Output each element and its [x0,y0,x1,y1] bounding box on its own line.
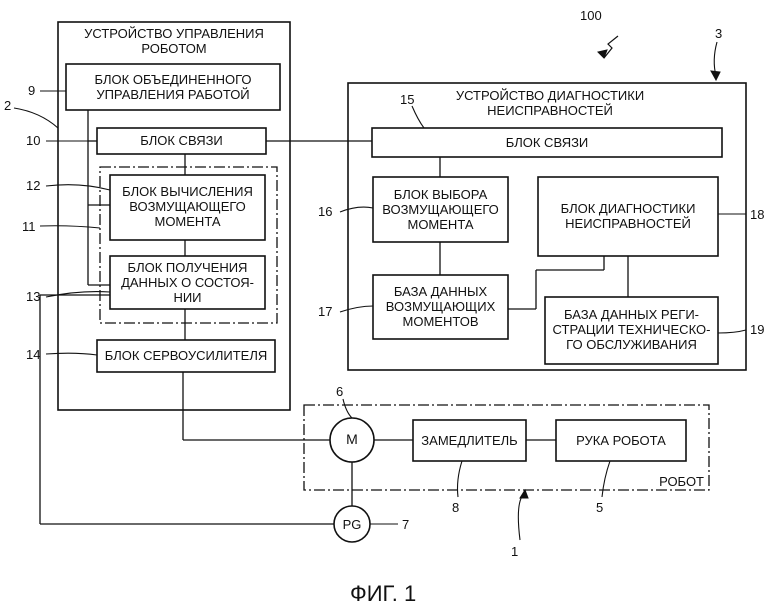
ref-17: 17 [318,304,333,319]
maintenance-db-box [544,296,719,365]
ref-7: 7 [402,517,410,532]
ref-2: 2 [4,98,12,113]
diag-comm-box [371,127,723,158]
ref-11: 11 [22,219,36,234]
torque-calc-box [109,174,266,241]
robot-controller-frame [57,21,291,411]
unified-control-box [65,63,281,111]
group-11-frame [99,166,278,324]
ref-8: 8 [452,500,460,515]
servo-amp-label: БЛОК СЕРВОУСИЛИТЕЛЯ [104,348,268,363]
ref-100: 100 [580,8,602,23]
robot-label: РОБОТ [659,474,704,489]
diag-comm-label: БЛОК СВЯЗИ [505,135,589,150]
state-data-label: БЛОК ПОЛУЧЕНИЯ ДАННЫХ О СОСТОЯ- НИИ [121,260,254,305]
ref-6: 6 [336,384,344,399]
state-data-box [109,255,266,310]
figure-caption: ФИГ. 1 [350,581,417,606]
ref-19: 19 [750,322,765,337]
ref-9: 9 [28,83,36,98]
servo-amp-box [96,339,276,373]
ref-14: 14 [26,347,41,362]
ref-5: 5 [596,500,604,515]
ref-1: 1 [511,544,519,559]
ref-3: 3 [715,26,723,41]
ref-16: 16 [318,204,333,219]
unified-control-label: БЛОК ОБЪЕДИНЕННОГО УПРАВЛЕНИЯ РАБОТОЙ [94,72,252,102]
torque-calc-label: БЛОК ВЫЧИСЛЕНИЯ ВОЗМУЩАЮЩЕГО МОМЕНТА [122,184,253,229]
maintenance-db-label: БАЗА ДАННЫХ РЕГИ- СТРАЦИИ ТЕХНИЧЕСКО- ГО… [552,307,711,352]
ref-15: 15 [400,92,415,107]
reducer-label: ЗАМЕДЛИТЕЛЬ [421,433,518,448]
controller-comm-label: БЛОК СВЯЗИ [140,133,223,148]
robot-arm-label: РУКА РОБОТА [576,433,666,448]
encoder-label: PG [342,517,362,532]
torque-db-label: БАЗА ДАННЫХ ВОЗМУЩАЮЩИХ МОМЕНТОВ [385,284,496,329]
torque-select-label: БЛОК ВЫБОРА ВОЗМУЩАЮЩЕГО МОМЕНТА [382,187,499,232]
ref-10: 10 [26,133,41,148]
ref-13: 13 [26,289,41,304]
controller-title: УСТРОЙСТВО УПРАВЛЕНИЯ РОБОТОМ [84,26,264,56]
ref-12: 12 [26,178,41,193]
robot-frame [303,404,710,491]
motor-label: M [346,431,358,447]
diagnostic-title: УСТРОЙСТВО ДИАГНОСТИКИ НЕИСПРАВНОСТЕЙ [455,88,645,118]
diagnostic-device-frame [347,82,747,371]
fault-diag-label: БЛОК ДИАГНОСТИКИ НЕИСПРАВНОСТЕЙ [560,201,696,231]
ref-18: 18 [750,207,765,222]
